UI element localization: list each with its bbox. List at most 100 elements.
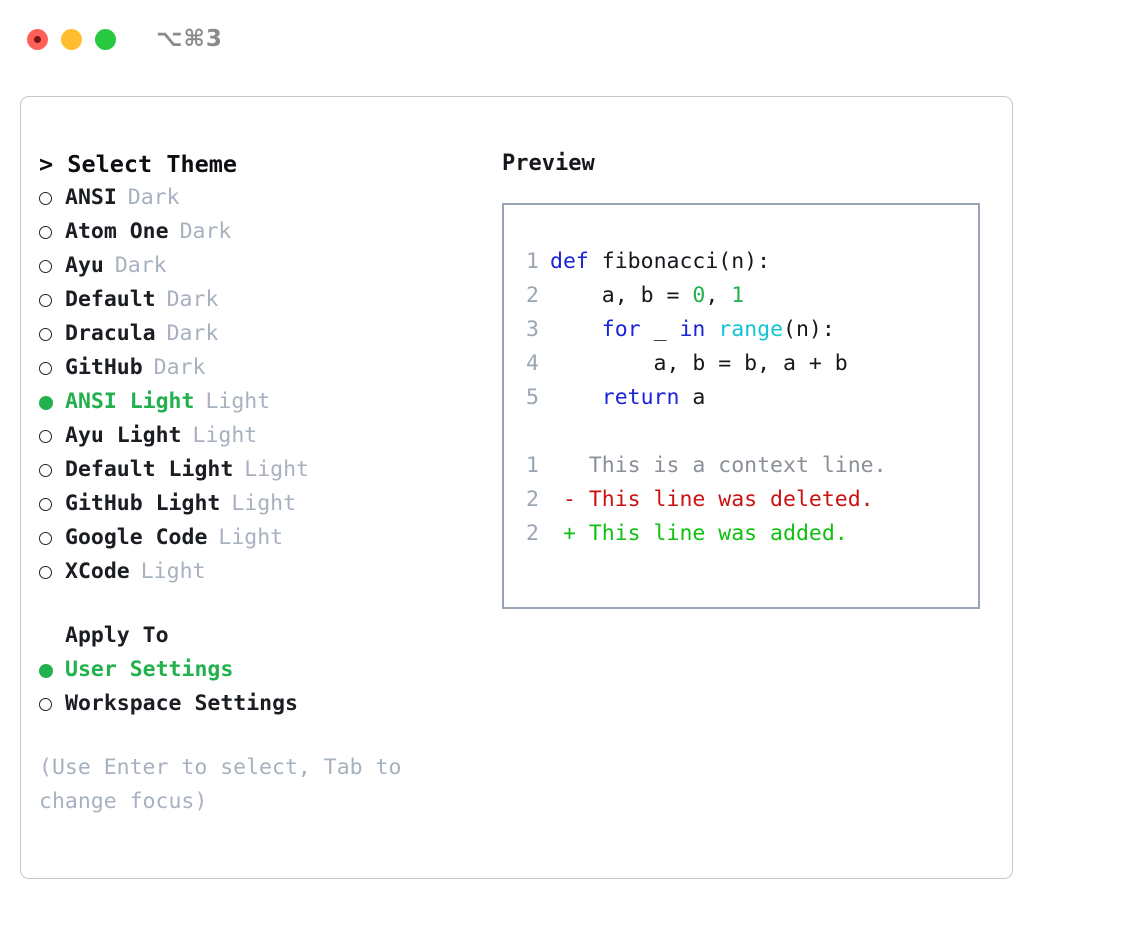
radio-unselected-icon — [39, 453, 60, 487]
theme-option-row[interactable]: Ayu Dark — [39, 249, 479, 283]
diff-line: 2 - This line was deleted. — [517, 483, 972, 517]
radio-unselected-icon — [39, 283, 60, 317]
radio-unselected-icon — [39, 521, 60, 555]
theme-option-row[interactable]: Google Code Light — [39, 521, 479, 555]
theme-variant-tag: Dark — [166, 287, 219, 312]
apply-to-option-label: Workspace Settings — [65, 691, 298, 716]
radio-unselected-icon — [39, 351, 60, 385]
window-titlebar: ⌥⌘3 — [0, 0, 1140, 78]
diff-line: 2 + This line was added. — [517, 517, 972, 551]
radio-unselected-icon — [39, 555, 60, 589]
theme-option-row[interactable]: ANSI Dark — [39, 181, 479, 215]
theme-option-name: XCode — [65, 559, 130, 584]
apply-to-header: Apply To — [65, 623, 169, 648]
theme-option-name: Default — [65, 287, 156, 312]
token-kw: def — [550, 249, 589, 274]
theme-option-row[interactable]: ANSI Light Light — [39, 385, 479, 419]
apply-to-option-row[interactable]: Workspace Settings — [39, 687, 479, 721]
theme-variant-tag: Light — [205, 389, 271, 414]
token-plain — [705, 317, 718, 342]
maximize-window-button[interactable] — [95, 28, 116, 50]
radio-unselected-icon — [39, 487, 60, 521]
radio-unselected-icon — [39, 687, 60, 721]
code-line: 1 def fibonacci(n): — [517, 245, 972, 279]
line-number: 2 — [526, 521, 539, 546]
theme-option-name: Default Light — [65, 457, 234, 482]
token-kw: in — [679, 317, 706, 342]
code-text: - This line was deleted. — [550, 483, 874, 517]
line-number: 1 — [526, 453, 539, 478]
select-theme-header: > Select Theme — [39, 150, 238, 178]
theme-variant-tag: Dark — [179, 219, 232, 244]
keyboard-shortcut-label: ⌥⌘3 — [156, 26, 223, 52]
radio-unselected-icon — [39, 317, 60, 351]
token-plain — [550, 385, 602, 410]
diff-lines: 1 This is a context line.2 - This line w… — [517, 449, 972, 551]
theme-option-name: GitHub Light — [65, 491, 221, 516]
radio-unselected-icon — [39, 419, 60, 453]
token-plain: (n): — [783, 317, 835, 342]
theme-option-name: GitHub — [65, 355, 143, 380]
token-kw: for — [601, 317, 641, 342]
theme-variant-tag: Light — [192, 423, 258, 448]
code-text: + This line was added. — [550, 517, 848, 551]
apply-to-option-row[interactable]: User Settings — [39, 653, 479, 687]
token-plain: fibonacci(n): — [588, 249, 771, 274]
token-num: 1 — [731, 283, 745, 308]
token-plain: a, b = b, a + b — [550, 351, 848, 376]
radio-unselected-icon — [39, 181, 60, 215]
keyboard-hint: (Use Enter to select, Tab to change focu… — [39, 755, 415, 814]
code-text: This is a context line. — [550, 449, 887, 483]
token-del: - This line was deleted. — [550, 487, 874, 512]
theme-variant-tag: Dark — [127, 185, 180, 210]
theme-option-row[interactable]: GitHub Dark — [39, 351, 479, 385]
theme-option-row[interactable]: Default Dark — [39, 283, 479, 317]
theme-variant-tag: Dark — [153, 355, 206, 380]
line-number: 2 — [526, 283, 539, 308]
theme-option-name: Google Code — [65, 525, 208, 550]
code-text: for _ in range(n): — [550, 313, 835, 347]
code-text: a, b = 0, 1 — [550, 279, 744, 313]
theme-option-row[interactable]: Ayu Light Light — [39, 419, 479, 453]
token-plain: a, b = — [550, 283, 693, 308]
theme-option-name: ANSI Light — [65, 389, 195, 414]
code-text: def fibonacci(n): — [550, 245, 770, 279]
theme-variant-tag: Light — [218, 525, 284, 550]
theme-variant-tag: Dark — [114, 253, 167, 278]
radio-unselected-icon — [39, 249, 60, 283]
theme-option-name: Ayu — [65, 253, 104, 278]
token-num: 0 — [692, 283, 706, 308]
theme-option-name: Ayu Light — [65, 423, 182, 448]
theme-variant-tag: Light — [140, 559, 206, 584]
code-text: return a — [550, 381, 706, 415]
token-builtin: range — [718, 317, 784, 342]
theme-option-name: Dracula — [65, 321, 156, 346]
preview-title: Preview — [502, 151, 595, 176]
diff-line: 1 This is a context line. — [517, 449, 972, 483]
radio-unselected-icon — [39, 215, 60, 249]
line-number: 3 — [526, 317, 539, 342]
close-window-button[interactable] — [27, 28, 48, 50]
code-line: 2 a, b = 0, 1 — [517, 279, 972, 313]
minimize-window-button[interactable] — [61, 28, 82, 50]
code-line: 3 for _ in range(n): — [517, 313, 972, 347]
token-plain: a — [679, 385, 706, 410]
line-number: 1 — [526, 249, 539, 274]
token-add: + This line was added. — [550, 521, 848, 546]
theme-option-row[interactable]: XCode Light — [39, 555, 479, 589]
theme-option-name: ANSI — [65, 185, 117, 210]
token-kw: return — [601, 385, 680, 410]
